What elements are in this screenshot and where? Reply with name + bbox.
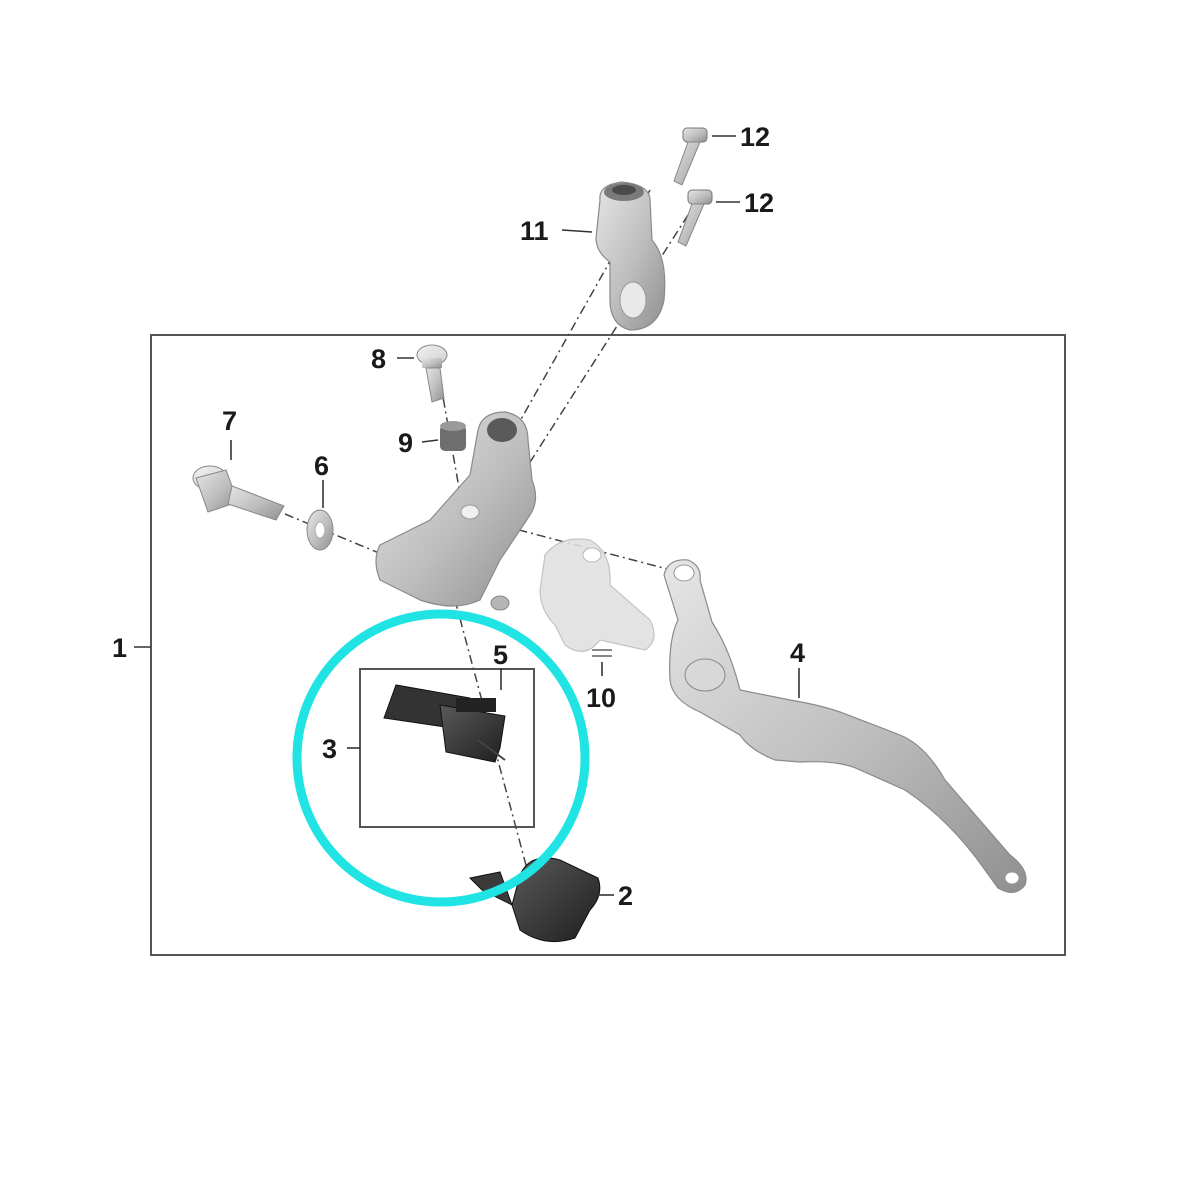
assembly-frame xyxy=(150,334,1066,956)
spring-part-10 xyxy=(592,649,612,657)
screw-part-8 xyxy=(416,344,448,403)
pivot-bolt-part-7 xyxy=(192,465,285,521)
bushing-part-9 xyxy=(440,421,466,451)
callout-1: 1 xyxy=(112,633,127,663)
washer-part-6 xyxy=(306,509,334,551)
lever-bracket xyxy=(375,411,537,611)
callout-6: 6 xyxy=(314,451,329,481)
callout-5: 5 xyxy=(493,640,508,670)
highlight-ring xyxy=(292,609,590,907)
callout-7: 7 xyxy=(222,406,237,436)
callout-10: 10 xyxy=(586,683,616,713)
callout-2: 2 xyxy=(618,881,633,911)
callout-12-lower: 12 xyxy=(744,188,774,218)
bolt-part-12-lower xyxy=(677,189,713,247)
switch-part-3 xyxy=(383,684,506,763)
callout-3: 3 xyxy=(322,734,337,764)
callout-12-upper: 12 xyxy=(740,122,770,152)
bolt-part-12-upper xyxy=(673,127,708,186)
callout-8: 8 xyxy=(371,344,386,374)
adjuster-plate xyxy=(539,538,655,652)
callout-4: 4 xyxy=(790,638,805,668)
lever-part-4 xyxy=(663,559,1027,893)
callout-11: 11 xyxy=(520,216,549,246)
leader-lines xyxy=(134,135,800,896)
clamp-part-11 xyxy=(595,181,666,331)
callout-9: 9 xyxy=(398,428,413,458)
